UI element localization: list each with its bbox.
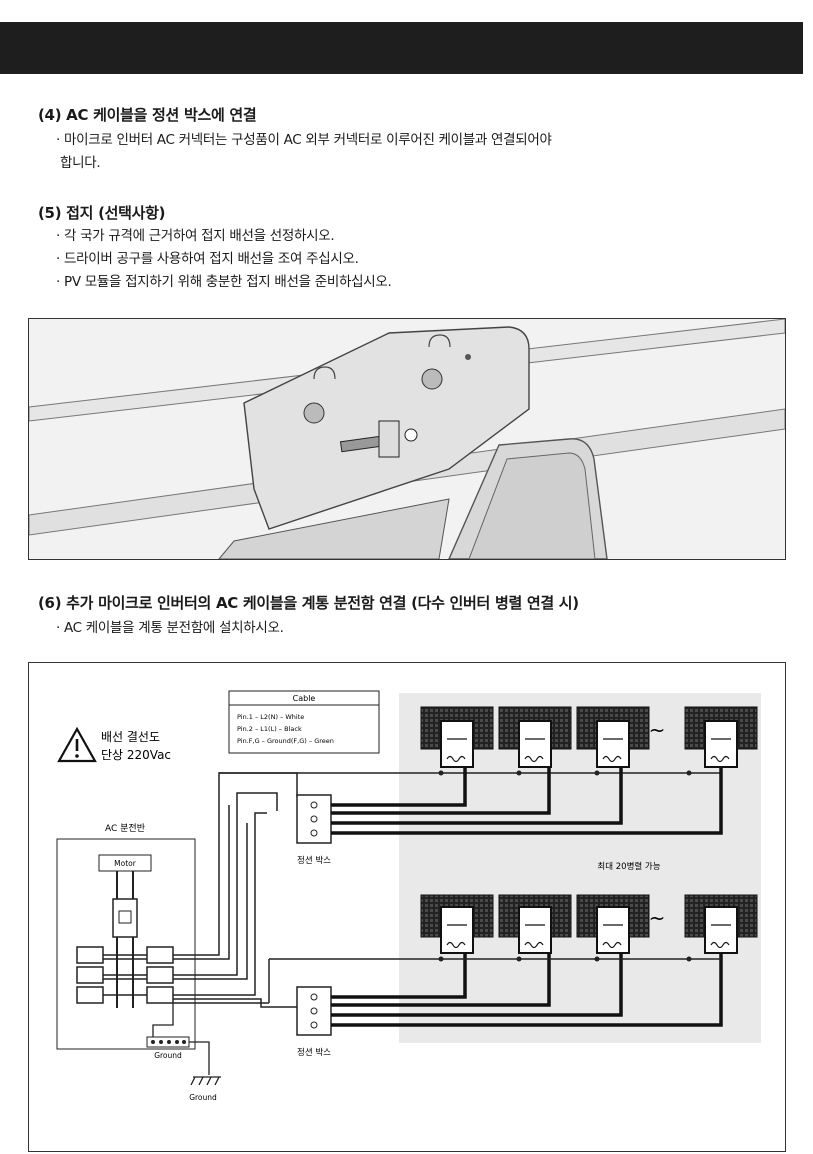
ground-symbol: [190, 1076, 221, 1086]
section-5-heading: (5) 접지 (선택사항): [38, 204, 166, 222]
cable-pin-1: Pin.1 – L2(N) – White: [237, 713, 304, 721]
row-1-tilde: ~: [649, 718, 666, 742]
cable-title: Cable: [293, 694, 316, 703]
wiring-diagram: 배선 결선도 단상 220Vac Cable Pin.1 – L2(N) – W…: [28, 662, 786, 1152]
section-6: (6) 추가 마이크로 인버터의 AC 케이블을 계통 분전함 연결 (다수 인…: [38, 592, 579, 640]
breakers-left: [76, 946, 104, 1004]
cable-pin-2: Pin.2 – L1(L) – Black: [237, 725, 302, 733]
warning-line-2: 단상 220Vac: [101, 748, 171, 762]
ground-label: Ground: [189, 1093, 217, 1102]
ac-panel: [56, 838, 196, 1050]
panel-title: AC 분전반: [105, 823, 145, 834]
cable-legend: Cable Pin.1 – L2(N) – White Pin.2 – L1(L…: [228, 690, 380, 754]
grounding-illustration: [28, 318, 786, 560]
section-5-line-3: · PV 모듈을 접지하기 위해 충분한 접지 배선을 준비하십시오.: [56, 274, 392, 290]
motor-box: [98, 854, 152, 872]
section-5: (5) 접지 (선택사항) · 각 국가 규격에 근거하여 접지 배선을 선정하…: [38, 202, 392, 294]
grounding-drawing: [29, 319, 785, 559]
junction-box-1-label: 정션 박스: [297, 855, 331, 866]
inverter-row-1: [440, 720, 738, 768]
ground-bar-label: Ground: [154, 1051, 182, 1060]
section-5-line-2: · 드라이버 공구를 사용하여 접지 배선을 조여 주십시오.: [56, 251, 359, 267]
cable-pin-3: Pin.F,G – Ground(F,G) – Green: [237, 737, 334, 745]
section-4-line-1: · 마이크로 인버터 AC 커넥터는 구성품이 AC 외부 커넥터로 이루어진 …: [56, 132, 552, 148]
section-5-line-1: · 각 국가 규격에 근거하여 접지 배선을 선정하시오.: [56, 228, 335, 244]
max-parallel-label: 최대 20병렬 가능: [597, 861, 660, 872]
header-bar: [0, 22, 803, 74]
warning-line-1: 배선 결선도: [101, 730, 160, 744]
section-4-heading: (4) AC 케이블을 정션 박스에 연결: [38, 106, 257, 124]
inverter-row-2: [440, 906, 738, 954]
breakers-right: [146, 946, 174, 1004]
motor-label: Motor: [114, 859, 137, 868]
row-2-tilde: ~: [649, 906, 666, 930]
section-4: (4) AC 케이블을 정션 박스에 연결 · 마이크로 인버터 AC 커넥터는…: [38, 104, 552, 175]
wiring-svg: 배선 결선도 단상 220Vac Cable Pin.1 – L2(N) – W…: [56, 690, 761, 1102]
section-6-line-1: · AC 케이블을 계통 분전함에 설치하시오.: [56, 620, 284, 636]
section-4-line-2: 합니다.: [60, 155, 101, 171]
warning-icon: [57, 726, 97, 763]
junction-box-2-label: 정션 박스: [297, 1047, 331, 1058]
section-6-heading: (6) 추가 마이크로 인버터의 AC 케이블을 계통 분전함 연결 (다수 인…: [38, 594, 579, 612]
